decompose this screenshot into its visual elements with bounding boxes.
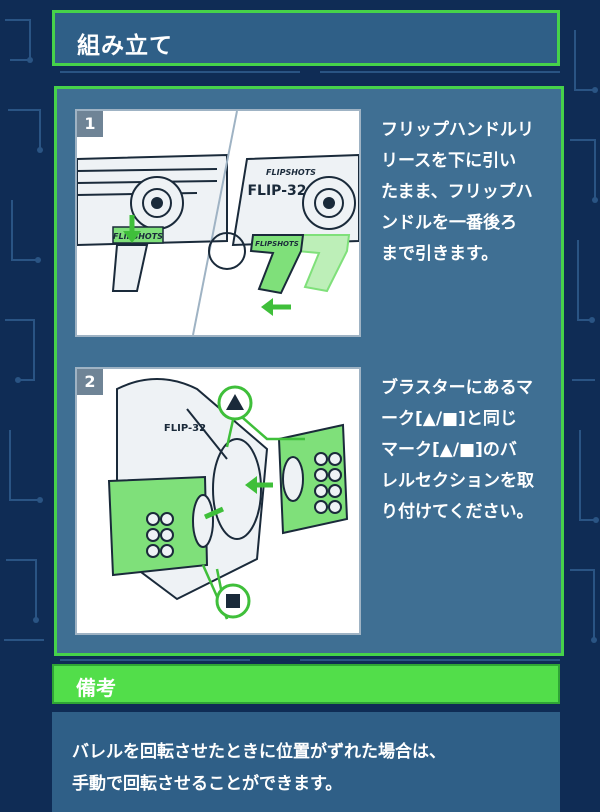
step-1-text: フリップハンドルリ リースを下に引い たまま、フリップハ ンドルを一番後ろ まで… (381, 120, 534, 264)
notes-header: 備考 (52, 664, 560, 704)
flipshots-label-right: FLIPSHOTS (266, 168, 316, 177)
flipshots-label-left: FLIPSHOTS (113, 232, 163, 241)
instructions-panel: 1 FLIPSHOTS (54, 86, 564, 656)
flipshots-label-handle: FLIPSHOTS (255, 240, 299, 248)
step-1-illustration: 1 FLIPSHOTS (75, 109, 361, 337)
notes-text: バレルを回転させたときに位置がずれた場合は、 手動で回転させることができます。 (72, 742, 446, 794)
blaster-handle-illustration: FLIPSHOTS FLIPSHOTS FLIP-32 FLIPSHOTS (77, 111, 359, 335)
step-2-text: ブラスターにあるマ ーク[▲/■]と同じ マーク[▲/■]のバ レルセクションを… (381, 378, 534, 522)
flip32-label-step2: FLIP-32 (164, 423, 206, 434)
notes-box: バレルを回転させたときに位置がずれた場合は、 手動で回転させることができます。 (52, 712, 560, 812)
notes-title: 備考 (76, 676, 116, 700)
step-1-number: 1 (77, 111, 103, 137)
section-title: 組み立て (77, 33, 173, 59)
section-header: 組み立て (52, 10, 560, 66)
step-2-number: 2 (77, 369, 103, 395)
barrel-attach-illustration: FLIP-32 (107, 378, 349, 620)
step-2-illustration: 2 FLIP-32 (75, 367, 361, 635)
flip32-label: FLIP-32 (247, 183, 306, 199)
